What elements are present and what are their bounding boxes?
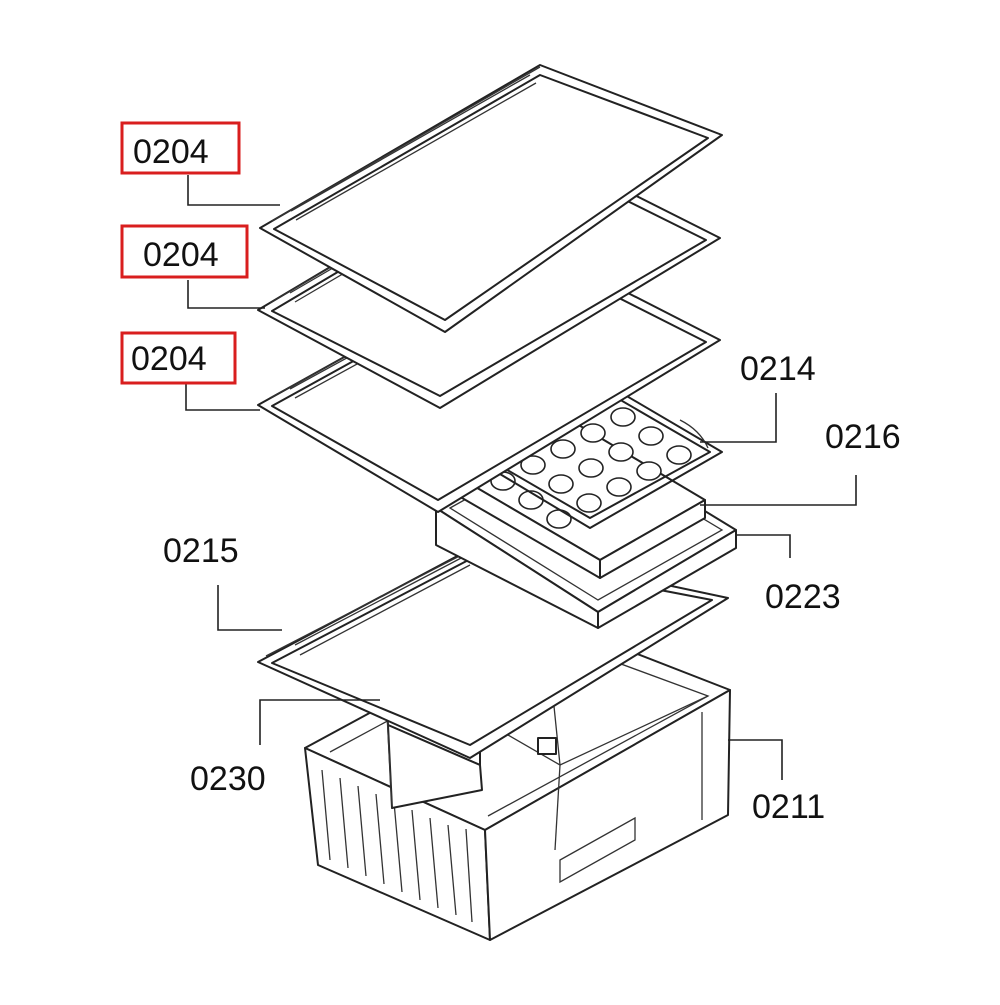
highlight-boxes: [120, 121, 249, 385]
egg-cup: [580, 423, 606, 443]
egg-cup: [608, 442, 634, 462]
highlight-box-0204-3: [120, 331, 237, 385]
shelf-0204-1: [259, 64, 723, 333]
callout-0204-3[interactable]: 0204: [131, 340, 207, 378]
highlight-box-0204-2: [120, 224, 249, 279]
egg-cup: [546, 509, 572, 529]
callout-labels: 0204 0204 0204 0214 0216 0223 0215 0230 …: [131, 133, 901, 826]
egg-cup: [520, 455, 546, 475]
callout-0214[interactable]: 0214: [740, 350, 816, 388]
callout-0216[interactable]: 0216: [825, 418, 901, 456]
egg-cup: [606, 477, 632, 497]
callout-0204-1[interactable]: 0204: [133, 133, 209, 171]
callout-0204-2[interactable]: 0204: [143, 236, 219, 274]
egg-cup: [550, 439, 576, 459]
egg-cup: [578, 458, 604, 478]
egg-cup: [610, 407, 636, 427]
leader-lines: [185, 175, 857, 780]
egg-cup: [548, 474, 574, 494]
callout-0230[interactable]: 0230: [190, 760, 266, 798]
egg-cup: [666, 445, 692, 465]
callout-0215[interactable]: 0215: [163, 532, 239, 570]
egg-cup: [576, 493, 602, 513]
egg-cup: [638, 426, 664, 446]
highlight-box-0204-1: [120, 121, 241, 175]
egg-cup: [636, 461, 662, 481]
callout-0211[interactable]: 0211: [752, 788, 825, 826]
callout-0223[interactable]: 0223: [765, 578, 841, 616]
